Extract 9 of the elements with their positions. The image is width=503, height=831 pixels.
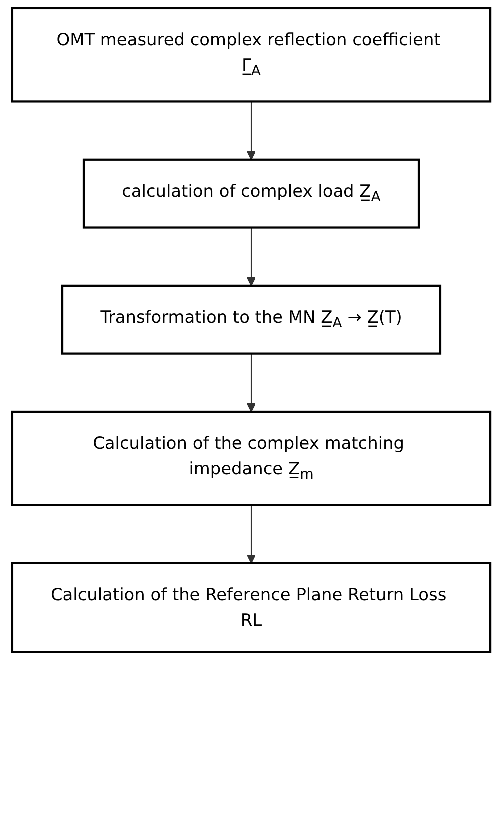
- arrow: [246, 102, 256, 160]
- node-box: OMT measured complex reflection coefficient Γ̲$_{A}$: [11, 7, 492, 103]
- node-box: Transformation to the MN Z̲$_{A}$ → Z̲(T): [61, 284, 442, 355]
- arrow: [246, 354, 256, 412]
- node-box: Calculation of the Reference Plane Return Loss RL: [11, 562, 492, 654]
- node-box: Calculation of the complex matching impedance Z̲$_{m}$: [11, 410, 492, 506]
- node-box: calculation of complex load Z̲$_{A}$: [82, 158, 420, 229]
- arrow: [246, 228, 256, 286]
- arrow: [246, 505, 256, 564]
